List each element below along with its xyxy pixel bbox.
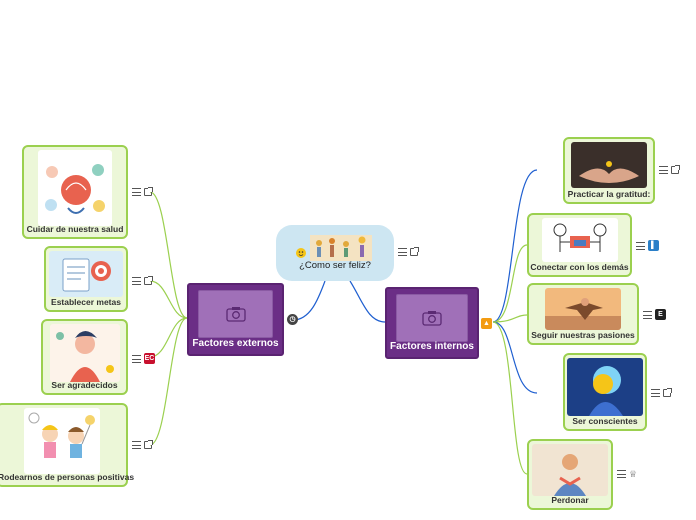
leaf-ser-agradecidos[interactable]: Ser agradecidos — [41, 319, 128, 395]
central-topic[interactable]: ¿Como ser feliz? — [276, 225, 394, 281]
leaf-label: Rodearnos de personas positivas — [0, 472, 135, 482]
notes-icon[interactable] — [132, 354, 141, 363]
central-topic-label: ¿Como ser feliz? — [299, 260, 371, 271]
health-illustration — [38, 150, 112, 226]
central-topic-icons[interactable] — [398, 247, 419, 256]
e-logo-icon[interactable]: E — [655, 309, 666, 320]
leaf-label: Cuidar de nuestra salud — [26, 224, 124, 234]
notes-icon[interactable] — [132, 277, 141, 285]
timer-icon: ◷ — [287, 314, 298, 325]
camera-icon — [422, 311, 442, 326]
ec-logo-icon[interactable]: EC — [144, 353, 155, 364]
leaf-label: Practicar la gratitud: — [567, 189, 651, 199]
connection-illustration — [541, 218, 618, 262]
leaf-conectar-demas[interactable]: Conectar con los demás — [527, 213, 632, 277]
leaf-icons[interactable] — [132, 187, 153, 196]
hub-label: Factores internos — [390, 341, 474, 352]
trophy-icon[interactable]: ♕ — [629, 469, 638, 479]
image-placeholder — [198, 290, 273, 338]
image-placeholder — [396, 294, 468, 342]
leaf-label: Seguir nuestras pasiones — [531, 330, 635, 340]
leaf-label: Establecer metas — [51, 297, 121, 307]
link-icon[interactable] — [410, 247, 419, 256]
leaf-icons[interactable]: E — [643, 309, 666, 320]
leaf-label: Ser agradecidos — [51, 380, 118, 390]
leaf-ser-conscientes[interactable]: Ser conscientes — [563, 353, 647, 431]
notes-icon[interactable] — [651, 389, 660, 397]
goals-illustration — [49, 251, 123, 297]
leaf-label: Conectar con los demás — [530, 262, 629, 272]
hub-factores-externos[interactable]: Factores externos — [187, 283, 284, 356]
leaf-label: Ser conscientes — [572, 416, 638, 426]
leaf-seguir-pasiones[interactable]: Seguir nuestras pasiones — [527, 283, 639, 345]
hub-label: Factores externos — [192, 338, 279, 349]
leaf-icons[interactable]: EC — [132, 353, 155, 364]
link-icon[interactable] — [144, 276, 153, 285]
notes-icon[interactable] — [132, 441, 141, 449]
notes-icon[interactable] — [636, 241, 645, 250]
leaf-icons[interactable] — [659, 165, 680, 174]
hands-illustration — [571, 142, 647, 188]
camera-icon — [225, 307, 246, 322]
link-icon[interactable] — [144, 187, 153, 196]
forgive-illustration — [532, 444, 608, 496]
link-icon[interactable] — [144, 440, 153, 449]
notes-icon[interactable] — [643, 310, 652, 319]
leaf-establecer-metas[interactable]: Establecer metas — [44, 246, 128, 312]
hub-factores-internos[interactable]: Factores internos — [385, 287, 479, 359]
notes-icon[interactable] — [398, 248, 407, 256]
leaf-label: Perdonar — [551, 495, 589, 505]
priority-icon: ▲ — [481, 318, 492, 329]
friends-illustration — [24, 408, 100, 474]
leaf-cuidar-salud[interactable]: Cuidar de nuestra salud — [22, 145, 128, 239]
link-icon[interactable] — [671, 165, 680, 174]
leaf-icons[interactable] — [132, 440, 153, 449]
leaf-perdonar[interactable]: Perdonar — [527, 439, 613, 510]
passion-illustration — [545, 288, 621, 330]
notes-icon[interactable] — [659, 166, 668, 174]
leaf-icons[interactable] — [132, 276, 153, 285]
notes-icon[interactable] — [617, 470, 626, 478]
leaf-icons[interactable] — [651, 388, 672, 397]
leaf-rodearnos-personas[interactable]: Rodearnos de personas positivas — [0, 403, 135, 487]
leaf-practicar-gratitud[interactable]: Practicar la gratitud: — [563, 137, 655, 204]
link-icon[interactable] — [663, 388, 672, 397]
book-icon[interactable]: ▌ — [648, 240, 659, 251]
leaf-icons[interactable]: ▌ — [636, 240, 659, 251]
notes-icon[interactable] — [132, 188, 141, 196]
mindfulness-illustration — [567, 358, 643, 416]
central-topic-image — [296, 235, 372, 261]
gratitude-illustration — [49, 324, 120, 382]
leaf-icons[interactable]: ♕ — [617, 469, 638, 479]
